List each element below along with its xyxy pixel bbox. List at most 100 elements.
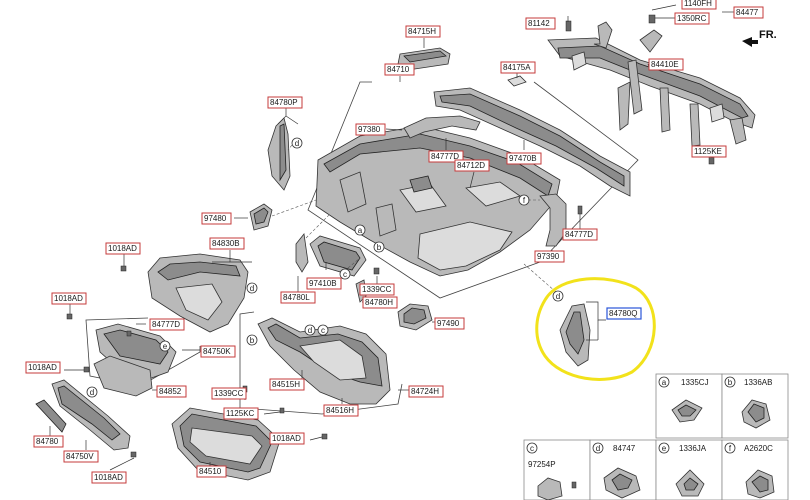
- part-label-box: [63, 450, 99, 463]
- part-label-1125ke-a[interactable]: 1125KE: [691, 145, 727, 158]
- part-label-box: [408, 385, 444, 398]
- svg-text:b: b: [377, 243, 382, 252]
- part-label-84780[interactable]: 84780: [33, 435, 64, 448]
- part-label-box: [25, 361, 61, 374]
- lower-cover-84750v[interactable]: [51, 379, 131, 451]
- part-label-text: 84410E: [651, 60, 679, 69]
- part-label-1018ad-b[interactable]: 1018AD: [51, 292, 87, 305]
- svg-text:a: a: [358, 226, 363, 235]
- part-label-84750k[interactable]: 84750K: [200, 345, 236, 358]
- insulator-84852[interactable]: [93, 355, 153, 397]
- part-label-text: 84780H: [365, 298, 393, 307]
- clip-84175a[interactable]: [507, 75, 527, 87]
- part-label-84780l[interactable]: 84780L: [280, 291, 316, 304]
- svg-text:d: d: [308, 326, 312, 335]
- part-label-97480[interactable]: 97480: [201, 212, 232, 225]
- part-label-1018ad-a[interactable]: 1018AD: [105, 242, 141, 255]
- part-label-text: 84750V: [66, 452, 94, 461]
- part-label-box: [506, 152, 542, 165]
- part-label-97470b[interactable]: 97470B: [506, 152, 542, 165]
- part-label-84175a[interactable]: 84175A: [500, 61, 536, 74]
- part-label-text: 84510: [199, 467, 222, 476]
- part-label-1339cc-a[interactable]: 1339CC: [359, 283, 395, 296]
- part-label-84780p[interactable]: 84780P: [267, 96, 303, 109]
- trim-97410b[interactable]: [309, 235, 367, 277]
- part-label-84477[interactable]: 84477: [733, 6, 764, 19]
- part-label-84515h[interactable]: 84515H: [269, 378, 305, 391]
- part-label-text: 84780L: [283, 293, 310, 302]
- part-label-1140fh[interactable]: 1140FH: [681, 0, 717, 10]
- part-label-text: 1140FH: [684, 0, 712, 8]
- svg-text:d: d: [556, 292, 560, 301]
- legend-code-e: 1336JA: [679, 444, 707, 453]
- part-label-84777d-b[interactable]: 84777D: [562, 228, 598, 241]
- lower-cover-84780[interactable]: [35, 399, 67, 433]
- part-label-text: 84777D: [152, 320, 180, 329]
- fastener-legend: a 1335CJ b 1336AB c 97254P d 84747 e 133…: [523, 373, 789, 500]
- part-label-box: [681, 0, 717, 10]
- part-label-1018ad-c[interactable]: 1018AD: [25, 361, 61, 374]
- side-cover-84780q[interactable]: [559, 303, 591, 367]
- duct-97380[interactable]: [403, 115, 481, 139]
- side-cover-84780p[interactable]: [267, 117, 291, 191]
- part-label-84852[interactable]: 84852: [156, 385, 187, 398]
- part-label-84410e[interactable]: 84410E: [648, 58, 684, 71]
- svg-text:d: d: [250, 284, 254, 293]
- air-vent-97490[interactable]: [397, 303, 433, 331]
- part-label-1018ad-e[interactable]: 1018AD: [91, 471, 127, 484]
- part-label-1125kc[interactable]: 1125KC: [223, 407, 259, 420]
- part-label-1350rc[interactable]: 1350RC: [674, 12, 710, 25]
- part-label-text: 84515H: [272, 380, 300, 389]
- part-label-box: [691, 145, 727, 158]
- part-label-box: [33, 435, 64, 448]
- crash-pad-frame-lines: [307, 76, 639, 299]
- part-label-box: [209, 237, 245, 250]
- part-label-box: [223, 407, 259, 420]
- defroster-duct-97470b[interactable]: [433, 87, 631, 197]
- part-label-84715h[interactable]: 84715H: [405, 25, 441, 38]
- svg-text:b: b: [250, 336, 255, 345]
- part-label-84724h[interactable]: 84724H: [408, 385, 444, 398]
- bracket-84780l[interactable]: [295, 233, 309, 273]
- part-label-84777d-a[interactable]: 84777D: [428, 150, 464, 163]
- part-label-84830b[interactable]: 84830B: [209, 237, 245, 250]
- part-label-84777d-c[interactable]: 84777D: [149, 318, 185, 331]
- svg-text:d: d: [295, 139, 299, 148]
- part-label-text: 84780P: [270, 98, 298, 107]
- cluster-housing-84830b[interactable]: [147, 253, 249, 333]
- part-label-1018ad-d[interactable]: 1018AD: [269, 432, 305, 445]
- part-label-97390[interactable]: 97390: [534, 250, 565, 263]
- part-label-81142[interactable]: 81142: [525, 17, 556, 30]
- air-vent-97480[interactable]: [249, 203, 273, 231]
- part-label-97410b[interactable]: 97410B: [306, 277, 342, 290]
- part-label-97490[interactable]: 97490: [434, 317, 465, 330]
- part-label-box: [91, 471, 127, 484]
- part-label-text: 84710: [387, 65, 410, 74]
- glove-box-84510[interactable]: [171, 407, 281, 481]
- part-label-box: [733, 6, 764, 19]
- part-label-text: 1339CC: [214, 389, 244, 398]
- part-label-text: 97390: [537, 252, 560, 261]
- part-label-97380[interactable]: 97380: [355, 123, 386, 136]
- svg-text:d: d: [90, 388, 94, 397]
- part-label-text: 84750K: [203, 347, 231, 356]
- part-label-84712d[interactable]: 84712D: [454, 159, 490, 172]
- part-label-box: [384, 63, 415, 76]
- glove-box-housing-84724h[interactable]: [257, 317, 391, 405]
- part-label-84750v[interactable]: 84750V: [63, 450, 99, 463]
- part-label-84516h[interactable]: 84516H: [323, 404, 359, 417]
- part-label-box: [562, 228, 598, 241]
- duct-97390[interactable]: [539, 193, 567, 247]
- part-label-box: [269, 432, 305, 445]
- cowl-cross-bar-assembly[interactable]: [547, 14, 756, 165]
- part-label-box: [200, 345, 236, 358]
- part-label-84780h[interactable]: 84780H: [362, 296, 398, 309]
- part-label-84710[interactable]: 84710: [384, 63, 415, 76]
- front-direction-indicator: FR.: [742, 29, 777, 47]
- legend-code-b: 1336AB: [744, 378, 772, 387]
- part-label-1339cc-b[interactable]: 1339CC: [211, 387, 247, 400]
- part-label-text: 97410B: [309, 279, 337, 288]
- part-label-84510[interactable]: 84510: [196, 465, 227, 478]
- part-label-84780q[interactable]: 84780Q: [606, 307, 642, 320]
